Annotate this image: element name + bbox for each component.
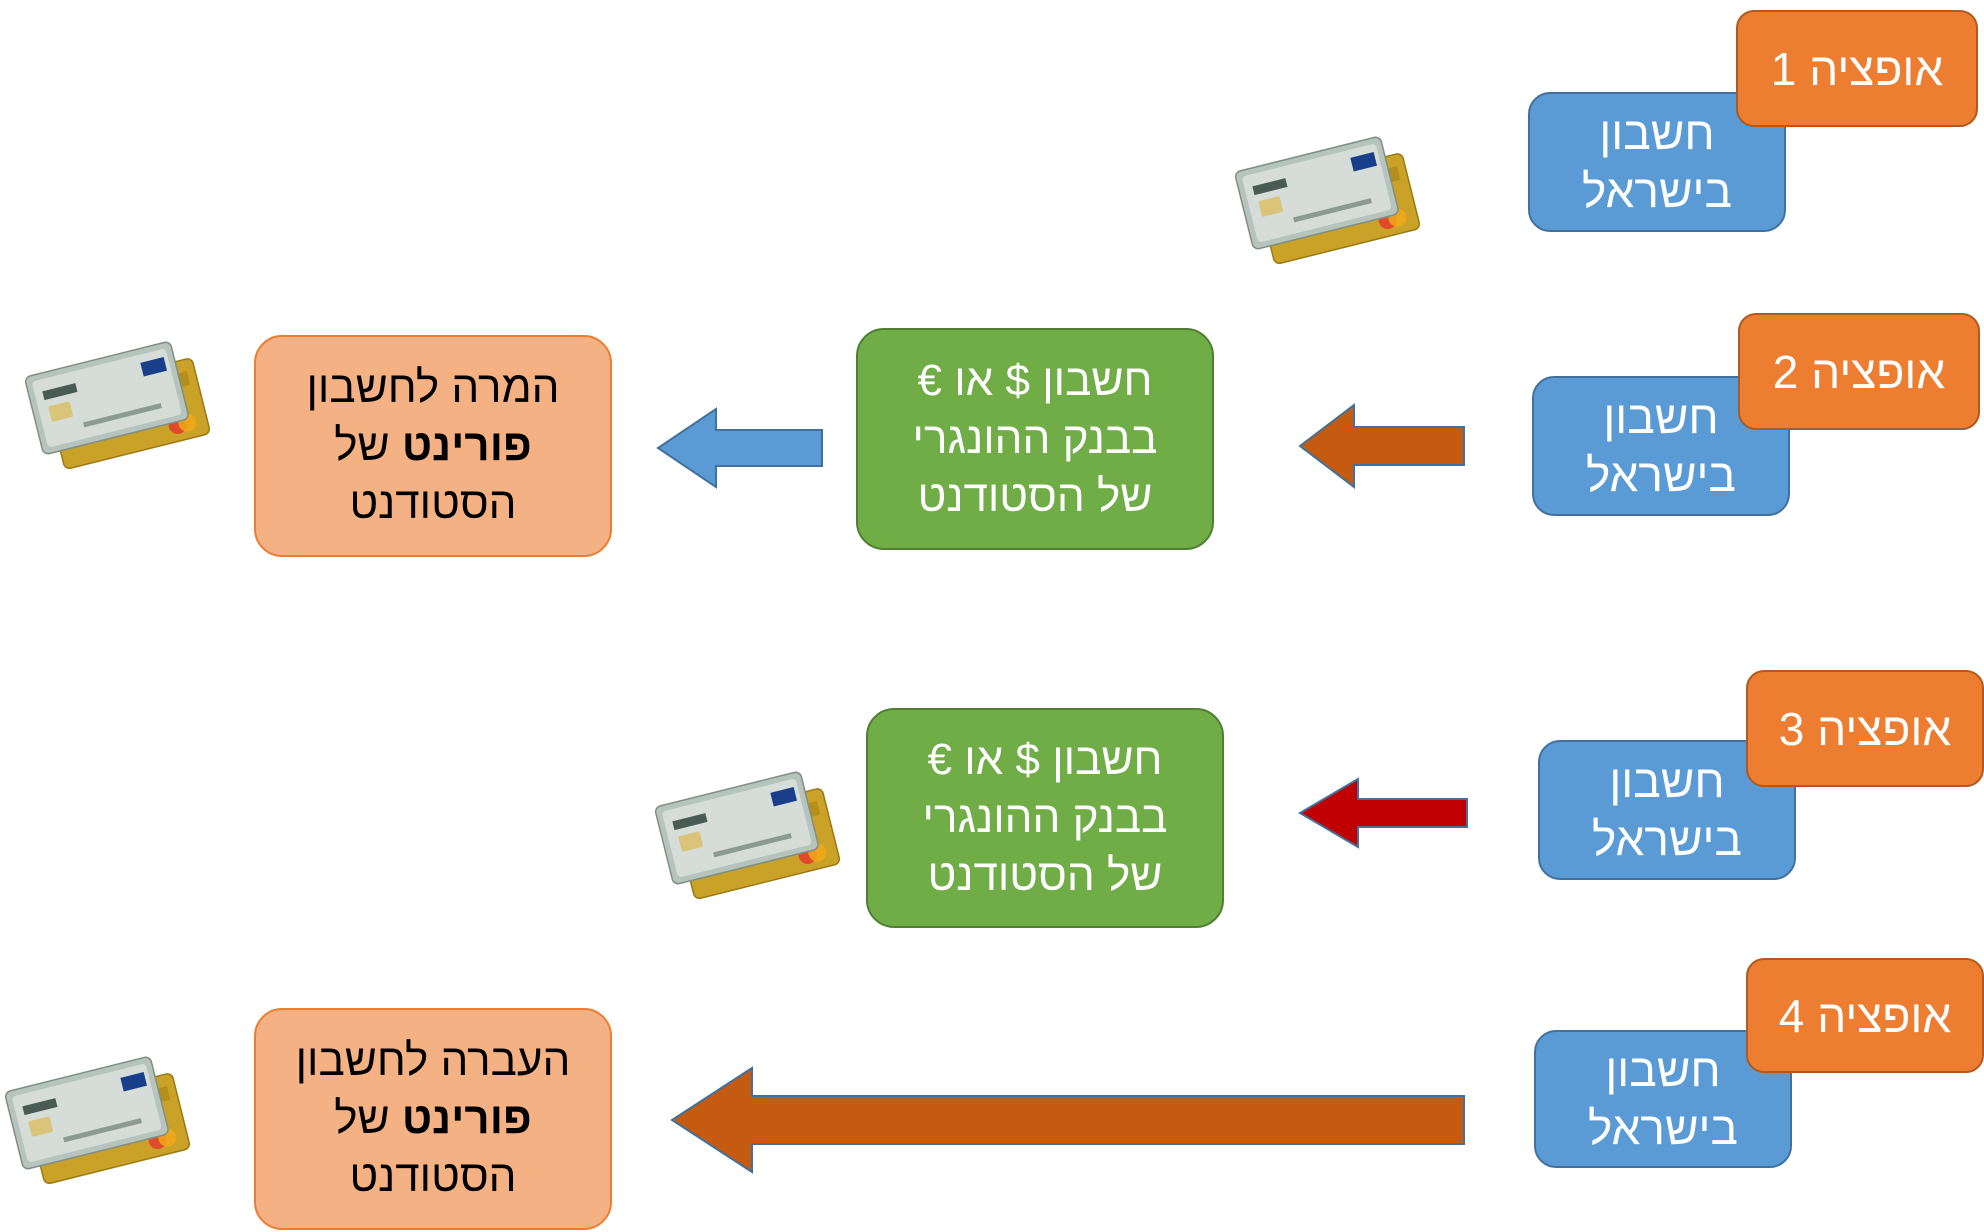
israel-account-box-4: חשבון בישראל	[1534, 1030, 1792, 1168]
hungarian-account-line1: חשבון $ או €	[917, 356, 1153, 405]
israel-account-line2: בישראל	[1586, 449, 1736, 501]
hungarian-account-box-2: חשבון $ או € בבנק ההונגרי של הסטודנט	[856, 328, 1214, 550]
hungarian-account-line2: בבנק ההונגרי	[912, 414, 1158, 463]
forint-box-line3: הסטודנט	[349, 479, 517, 528]
credit-cards-icon	[1233, 135, 1422, 266]
option-1-label: אופציה 1	[1736, 10, 1978, 127]
hungarian-account-line2: בבנק ההונגרי	[922, 793, 1168, 842]
forint-box-line2: פורינט של	[334, 417, 532, 475]
forint-transfer-box: העברה לחשבון פורינט של הסטודנט	[254, 1008, 612, 1230]
option-2-label-text: אופציה 2	[1772, 345, 1946, 398]
option-2-label: אופציה 2	[1738, 313, 1980, 430]
option-3-label: אופציה 3	[1746, 670, 1984, 787]
israel-account-line1: חשבון	[1609, 755, 1725, 807]
arrow-israel-to-hungarian-3	[1298, 777, 1468, 849]
israel-account-line2: בישראל	[1588, 1102, 1738, 1154]
credit-cards-icon	[23, 340, 212, 471]
hungarian-account-line3: של הסטודנט	[917, 472, 1153, 521]
forint-box-line2: פורינט של	[334, 1090, 532, 1148]
forint-box-line2-rest: של	[334, 421, 402, 470]
hungarian-account-line1: חשבון $ או €	[927, 735, 1163, 784]
israel-account-box-2: חשבון בישראל	[1532, 376, 1790, 516]
israel-account-line2: בישראל	[1582, 165, 1732, 217]
option-3-label-text: אופציה 3	[1778, 702, 1952, 755]
arrow-israel-to-forint-4	[670, 1066, 1465, 1174]
arrow-israel-to-hungarian-2	[1298, 402, 1465, 490]
credit-cards-icon	[653, 770, 842, 901]
israel-account-line2: בישראל	[1592, 813, 1742, 865]
forint-box-line1: המרה לחשבון	[306, 363, 560, 412]
forint-box-line3: הסטודנט	[349, 1152, 517, 1201]
israel-account-line1: חשבון	[1599, 107, 1715, 159]
option-4-label: אופציה 4	[1746, 958, 1984, 1073]
credit-cards-icon	[3, 1055, 192, 1186]
forint-box-line1: העברה לחשבון	[295, 1036, 571, 1085]
forint-box-line2-rest: של	[334, 1094, 402, 1143]
israel-account-line1: חשבון	[1603, 391, 1719, 443]
hungarian-account-line3: של הסטודנט	[927, 851, 1163, 900]
israel-account-line1: חשבון	[1605, 1044, 1721, 1096]
forint-word: פורינט	[401, 421, 532, 470]
forint-conversion-box: המרה לחשבון פורינט של הסטודנט	[254, 335, 612, 557]
hungarian-account-box-3: חשבון $ או € בבנק ההונגרי של הסטודנט	[866, 708, 1224, 928]
option-1-label-text: אופציה 1	[1770, 42, 1944, 95]
forint-word: פורינט	[401, 1094, 532, 1143]
israel-account-box-1: חשבון בישראל	[1528, 92, 1786, 232]
arrow-hungarian-to-forint-2	[656, 407, 823, 489]
option-4-label-text: אופציה 4	[1778, 989, 1952, 1042]
